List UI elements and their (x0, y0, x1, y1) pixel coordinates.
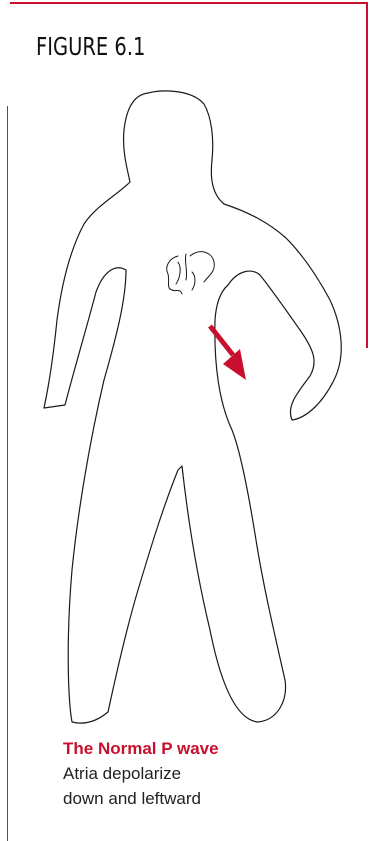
caption-line-1: Atria depolarize (63, 761, 353, 786)
body-outline (44, 91, 341, 723)
caption-title: The Normal P wave (63, 736, 353, 761)
caption-line-2: down and leftward (63, 786, 353, 811)
heart-sketch (167, 252, 215, 294)
figure-caption: The Normal P wave Atria depolarize down … (63, 736, 353, 811)
